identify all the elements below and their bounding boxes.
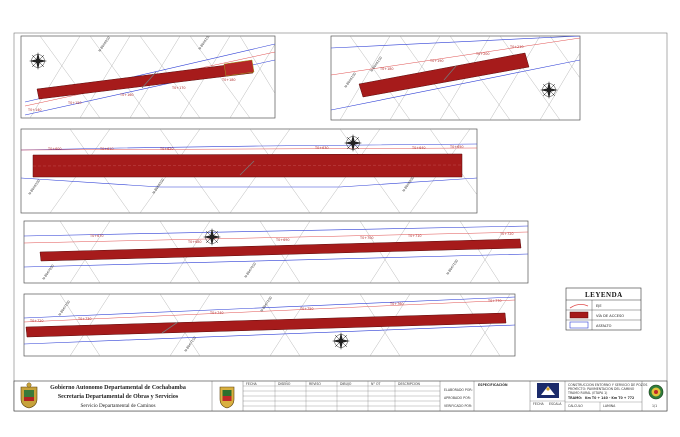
road-surface (25, 312, 507, 338)
footer-label: LAMINA (603, 404, 616, 408)
plan-panel-2: T0+180 T0+190 T0+200 T0+210 N-8056100 N-… (330, 35, 581, 121)
road-surface (358, 52, 530, 98)
station-label: T0+630 (314, 146, 329, 150)
row-boundary-line (331, 36, 580, 49)
project-line: CONSTRUCCION ENTORNO Y SERVICIO DE POZOS (568, 383, 647, 387)
centerline (21, 147, 477, 151)
revision-header: DIBUJO (340, 382, 352, 386)
station-label: T0+170 (171, 86, 186, 90)
row-boundary-line (21, 177, 477, 188)
station-label: T0+190 (429, 59, 444, 63)
station-label: T0+620 (159, 147, 174, 151)
tramo-value: Km T0 + 140 - Km T0 + 772 (585, 396, 634, 400)
legend-title: LEYENDA (585, 291, 623, 299)
section-header: ESPECIFICACIÓN (478, 382, 508, 387)
road-surface-secondary (223, 59, 255, 77)
project-line: PROYECTO: PAVIMENTACION DEL CAMINO (568, 387, 635, 391)
station-label: T0+680 (187, 240, 202, 244)
centerline (24, 299, 515, 323)
org-secretariat: Secretaria Departamental de Obras y Serv… (58, 394, 179, 400)
revision-header: REVISO (309, 382, 321, 386)
panel-frame (20, 35, 276, 119)
north-arrow-icon (540, 81, 558, 99)
station-label: T0+160 (119, 93, 134, 97)
role-label: ELABORADO POR: (444, 388, 473, 392)
project-line: TRAMO RURAL (ETAPA 1) (567, 391, 607, 395)
north-arrow-icon (332, 332, 350, 350)
station-label: T0+730 (77, 317, 92, 321)
north-arrow-icon (203, 228, 221, 246)
plan-panel-1: T0+140 T0+150 T0+160 T0+170 T0+180 N-805… (20, 35, 276, 119)
station-label: T0+720 (499, 232, 514, 236)
station-label: T0+760 (389, 302, 404, 306)
station-label: T0+200 (475, 52, 490, 56)
boundary-symbol-icon (569, 321, 589, 329)
road-fill-symbol-icon (569, 311, 589, 319)
station-label: T0+180 (221, 78, 236, 82)
revision-header: FECHA (246, 382, 257, 386)
row-boundary-line (24, 324, 515, 345)
tramo-label: TRAMO: (568, 396, 582, 400)
title-block: Gobierno Autonomo Departamental de Cocha… (13, 380, 668, 412)
road-surface (36, 61, 254, 100)
plan-panel-4: T0+670 T0+680 T0+690 T0+700 T0+710 T0+72… (23, 220, 529, 284)
sheet-number: 1/1 (652, 404, 657, 408)
centerline-symbol-icon (569, 304, 589, 309)
revision-header: DISEÑO (278, 381, 291, 386)
revision-header: N° OT (371, 382, 381, 386)
revision-header: DESCRIPCION (398, 382, 420, 386)
legend-item-label: ASFALTO (596, 324, 612, 328)
road-edge-marker (443, 65, 457, 81)
row-boundary-line (21, 143, 477, 151)
station-label: T0+700 (359, 236, 374, 240)
north-arrow-icon (344, 134, 362, 152)
row-boundary-line (24, 253, 528, 268)
sedecam-seal-icon (219, 386, 235, 409)
revision-table: FECHA DISEÑO REVISO DIBUJO N° OT DESCRIP… (243, 381, 440, 411)
station-label: T0+720 (29, 319, 44, 323)
legend-item-label: EJE (596, 304, 602, 308)
row-boundary-line (24, 296, 515, 319)
road-centerline-dash (32, 164, 463, 167)
road-surface (39, 238, 522, 262)
station-label: T0+740 (209, 311, 224, 315)
role-label: VERIFICADO POR: (444, 404, 472, 408)
station-label: T0+210 (509, 45, 524, 49)
footer-label: FECHA (533, 402, 544, 406)
station-label: T0+640 (411, 146, 426, 150)
sedecam-logo-icon (537, 383, 559, 398)
centerline (24, 231, 528, 244)
station-label: T0+710 (407, 234, 422, 238)
legend-item-label: VÍA DE ACCESO (596, 313, 624, 318)
station-label: T0+650 (449, 145, 464, 149)
role-label: APROBADO POR: (444, 396, 471, 400)
org-service: Servicio Departamental de Caminos (80, 403, 155, 409)
plan-panel-3: T0+600 T0+610 T0+620 T0+630 T0+640 T0+65… (20, 128, 478, 214)
station-label: T0+610 (99, 147, 114, 151)
station-label: T0+750 (299, 307, 314, 311)
north-arrow-icon (29, 52, 47, 70)
station-label: T0+600 (47, 147, 62, 151)
centerline (331, 37, 580, 76)
station-label: T0+150 (67, 101, 82, 105)
station-label: T0+770 (487, 299, 502, 303)
road-surface (32, 153, 463, 178)
plan-panel-5: T0+720 T0+730 T0+740 T0+750 T0+760 T0+77… (23, 293, 516, 357)
station-label: T0+180 (379, 67, 394, 71)
footer-label: ESCALA (549, 402, 562, 406)
org-name: Gobierno Autonomo Departamental de Cocha… (50, 385, 186, 391)
road-edge-marker (161, 321, 179, 334)
road-edge-marker (141, 71, 157, 89)
station-label: T0+140 (27, 108, 42, 112)
municipal-seal-icon (648, 384, 664, 400)
row-boundary-line (24, 225, 528, 237)
station-label: T0+690 (275, 238, 290, 242)
row-boundary-line (331, 59, 580, 111)
station-label: T0+670 (89, 234, 104, 238)
gobernacion-seal-icon (20, 382, 38, 409)
legend: LEYENDA EJE VÍA DE ACCESO ASFALTO (565, 287, 642, 331)
road-edge-marker (239, 160, 255, 176)
footer-label: CALCULO (568, 404, 583, 408)
